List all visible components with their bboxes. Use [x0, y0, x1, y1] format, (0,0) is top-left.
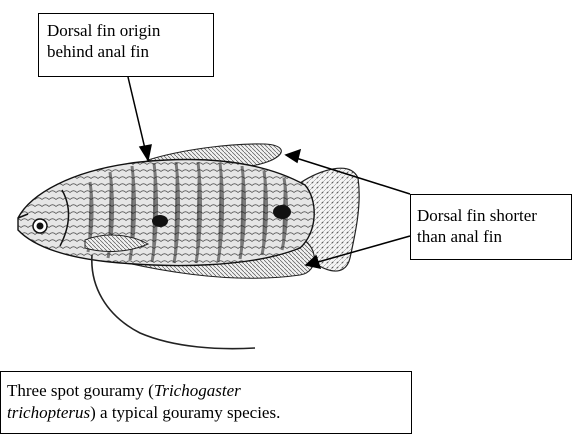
- callout-shorter-line-2: than anal fin: [417, 226, 571, 247]
- caption-line-2: trichopterus) a typical gouramy species.: [7, 402, 411, 424]
- body-spot: [152, 215, 168, 227]
- callout-dorsal-shorter: Dorsal fin shorter than anal fin: [410, 194, 572, 260]
- figure-caption: Three spot gouramy (Trichogaster trichop…: [0, 371, 412, 434]
- fish-body: [18, 160, 314, 266]
- caption-genus: Trichogaster: [154, 381, 241, 400]
- pupil: [37, 223, 44, 230]
- tail-spot: [273, 205, 291, 219]
- callout-origin-line-2: behind anal fin: [47, 41, 213, 62]
- arrow-origin: [128, 77, 146, 153]
- caption-species: trichopterus: [7, 403, 90, 422]
- callout-dorsal-origin: Dorsal fin origin behind anal fin: [38, 13, 214, 77]
- callout-shorter-line-1: Dorsal fin shorter: [417, 205, 571, 226]
- callout-origin-line-1: Dorsal fin origin: [47, 20, 213, 41]
- arrowhead-dorsal: [286, 150, 300, 162]
- caption-text-2: ) a typical gouramy species.: [90, 403, 280, 422]
- arrowhead-origin: [140, 145, 151, 160]
- caption-text-1: Three spot gouramy (: [7, 381, 154, 400]
- caption-line-1: Three spot gouramy (Trichogaster: [7, 380, 411, 402]
